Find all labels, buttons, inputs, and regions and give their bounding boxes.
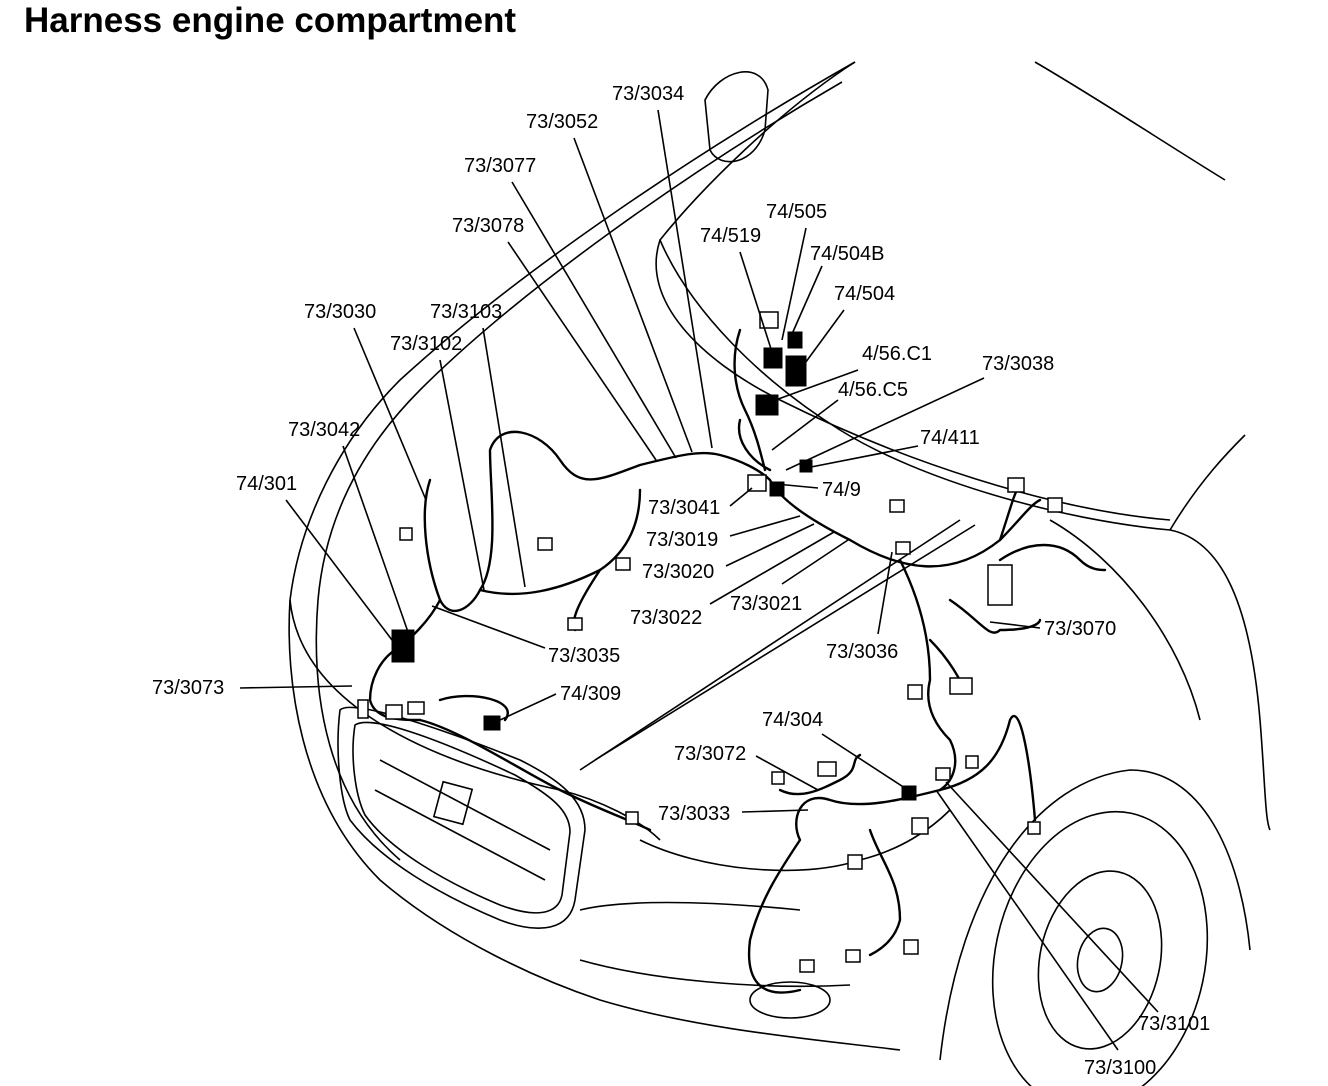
label-73-3034: 73/3034 <box>612 83 684 105</box>
label-4-56-c5: 4/56.C5 <box>838 379 908 401</box>
label-73-3038: 73/3038 <box>982 353 1054 375</box>
label-74-505: 74/505 <box>766 201 827 223</box>
label-73-3035: 73/3035 <box>548 645 620 667</box>
label-73-3073: 73/3073 <box>152 677 224 699</box>
label-74-304: 74/304 <box>762 709 823 731</box>
label-73-3021: 73/3021 <box>730 593 802 615</box>
callout-labels: 73/3034 73/3052 73/3077 73/3078 73/3030 … <box>152 83 1210 1079</box>
label-74-504: 74/504 <box>834 283 895 305</box>
wiring-harness <box>368 328 1107 994</box>
label-74-411: 74/411 <box>920 427 980 449</box>
label-73-3020: 73/3020 <box>642 561 714 583</box>
label-73-3022: 73/3022 <box>630 607 702 629</box>
label-73-3077: 73/3077 <box>464 155 536 177</box>
label-73-3078: 73/3078 <box>452 215 524 237</box>
label-73-3100: 73/3100 <box>1084 1057 1156 1079</box>
label-74-301: 74/301 <box>236 473 297 495</box>
car-body <box>288 61 1271 1086</box>
label-73-3033: 73/3033 <box>658 803 730 825</box>
label-73-3101: 73/3101 <box>1138 1013 1210 1035</box>
label-73-3041: 73/3041 <box>648 497 720 519</box>
label-73-3103: 73/3103 <box>430 301 502 323</box>
diagram-title: Harness engine compartment <box>24 1 517 40</box>
label-74-504b: 74/504B <box>810 243 885 265</box>
label-73-3042: 73/3042 <box>288 419 360 441</box>
label-73-3052: 73/3052 <box>526 111 598 133</box>
connectors <box>357 311 1063 973</box>
label-73-3019: 73/3019 <box>646 529 718 551</box>
label-4-56-c1: 4/56.C1 <box>862 343 932 365</box>
label-73-3072: 73/3072 <box>674 743 746 765</box>
label-73-3070: 73/3070 <box>1044 618 1116 640</box>
label-73-3036: 73/3036 <box>826 641 898 663</box>
label-73-3030: 73/3030 <box>304 301 376 323</box>
label-74-519: 74/519 <box>700 225 761 247</box>
label-74-309: 74/309 <box>560 683 621 705</box>
leader-lines <box>239 109 1159 1051</box>
label-74-9: 74/9 <box>822 479 861 501</box>
label-73-3102: 73/3102 <box>390 333 462 355</box>
